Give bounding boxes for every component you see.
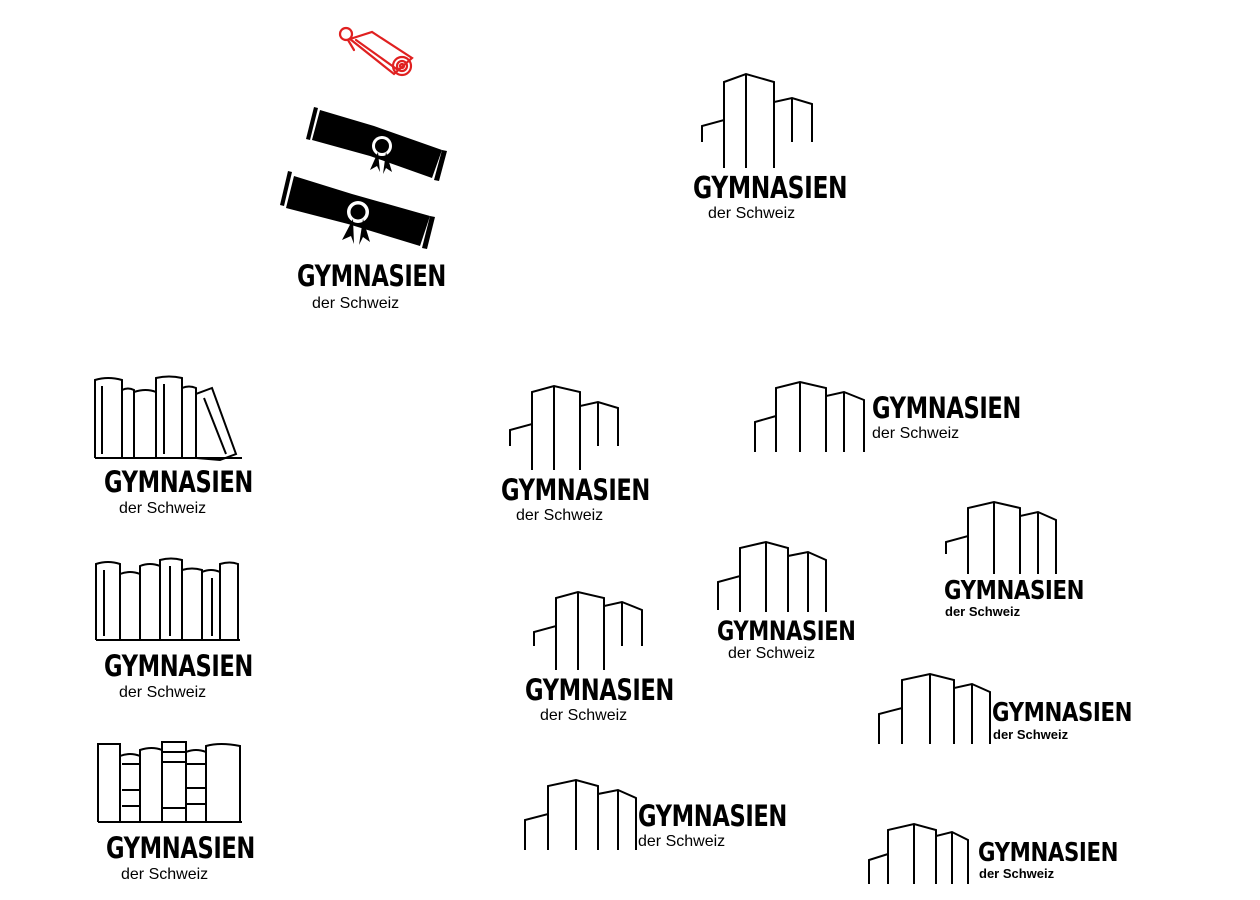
- building-icon: [868, 822, 969, 884]
- logo-books-stacked-3: GYMNASIEN der Schweiz: [92, 740, 255, 890]
- brand-tagline: der Schweiz: [728, 645, 816, 662]
- brand-name: GYMNASIEN: [525, 673, 674, 707]
- logo-building-inline-1: GYMNASIEN der Schweiz: [752, 380, 1021, 455]
- brand-name: GYMNASIEN: [106, 831, 255, 865]
- brand-tagline: der Schweiz: [121, 866, 209, 883]
- brand-tagline: der Schweiz: [872, 425, 960, 442]
- brand-name: GYMNASIEN: [297, 259, 446, 293]
- building-icon: [878, 672, 991, 744]
- brand-name: GYMNASIEN: [944, 576, 1085, 606]
- building-icon: [701, 72, 813, 168]
- brand-name: GYMNASIEN: [104, 465, 253, 499]
- brand-name: GYMNASIEN: [872, 391, 1021, 425]
- brand-tagline: der Schweiz: [540, 707, 628, 724]
- brand-name: GYMNASIEN: [501, 473, 650, 507]
- logo-building-stacked-2: GYMNASIEN der Schweiz: [498, 384, 650, 529]
- building-icon: [509, 384, 619, 470]
- brand-tagline: der Schweiz: [119, 500, 207, 517]
- rolled-scroll-sketch: [330, 22, 420, 84]
- brand-name: GYMNASIEN: [104, 649, 253, 683]
- books-icon: [97, 741, 242, 823]
- brand-name: GYMNASIEN: [693, 171, 848, 206]
- books-icon: [95, 557, 240, 641]
- logo-building-stacked-4: GYMNASIEN der Schweiz: [712, 540, 856, 665]
- diploma-scrolls-icon: [280, 107, 447, 249]
- building-icon: [524, 778, 637, 850]
- brand-name: GYMNASIEN: [992, 698, 1133, 728]
- brand-tagline: der Schweiz: [945, 604, 1021, 619]
- logo-building-stacked-5: GYMNASIEN der Schweiz: [522, 590, 674, 730]
- logo-building-inline-3: GYMNASIEN der Schweiz: [522, 778, 787, 854]
- logo-building-stacked-1: GYMNASIEN der Schweiz: [690, 72, 848, 227]
- brand-tagline: der Schweiz: [119, 684, 207, 701]
- building-icon: [717, 540, 827, 612]
- logo-building-inline-2: GYMNASIEN der Schweiz: [876, 672, 1132, 748]
- logo-books-stacked-1: GYMNASIEN der Schweiz: [90, 372, 253, 522]
- brand-tagline: der Schweiz: [993, 727, 1069, 742]
- brand-name: GYMNASIEN: [717, 616, 856, 647]
- brand-tagline: der Schweiz: [979, 866, 1055, 881]
- books-icon: [94, 375, 242, 462]
- brand-tagline: der Schweiz: [516, 507, 604, 524]
- brand-name: GYMNASIEN: [978, 838, 1119, 868]
- building-icon: [533, 590, 643, 670]
- brand-tagline: der Schweiz: [638, 833, 726, 850]
- building-icon: [754, 380, 865, 452]
- building-icon: [945, 500, 1057, 574]
- brand-tagline: der Schweiz: [312, 295, 400, 312]
- logo-diploma-stacked: GYMNASIEN der Schweiz: [280, 106, 452, 316]
- logo-building-stacked-3: GYMNASIEN der Schweiz: [940, 500, 1084, 625]
- logo-books-stacked-2: GYMNASIEN der Schweiz: [90, 556, 253, 706]
- brand-name: GYMNASIEN: [638, 799, 787, 833]
- logo-building-inline-4: GYMNASIEN der Schweiz: [866, 822, 1118, 886]
- brand-tagline: der Schweiz: [708, 205, 796, 222]
- rolled-scroll-icon: [338, 26, 414, 77]
